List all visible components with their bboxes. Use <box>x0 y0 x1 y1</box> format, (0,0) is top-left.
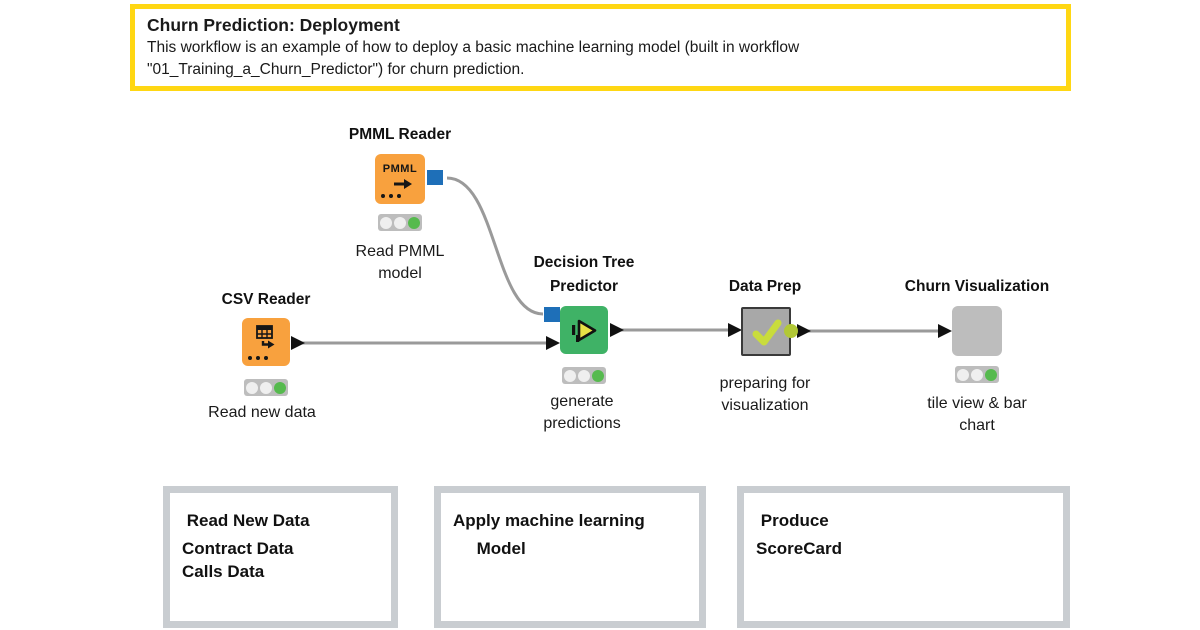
predictor-data-input-port[interactable] <box>546 336 560 350</box>
node-label-decision-tree-predictor: Decision Tree Predictor <box>533 254 635 295</box>
csv-output-port[interactable] <box>291 336 305 350</box>
node-csv-reader[interactable] <box>242 318 290 366</box>
node-label-csv-reader: CSV Reader <box>221 291 311 308</box>
annotation-line: Produce <box>756 511 829 530</box>
node-comment-csv-reader: Read new data <box>208 404 316 421</box>
node-data-prep-metanode[interactable] <box>741 307 798 356</box>
annotation-line: ScoreCard <box>756 539 842 558</box>
metanode-status-dot <box>784 324 798 338</box>
annotation-line: Calls Data <box>182 562 265 581</box>
dataprep-input-port[interactable] <box>728 323 742 337</box>
annotation-apply-model[interactable]: Apply machine learning Model <box>434 486 706 628</box>
visualization-input-port[interactable] <box>938 324 952 338</box>
node-comment-data-prep: preparing for visualization <box>719 375 811 414</box>
pmml-icon: PMML <box>382 163 418 175</box>
workflow-description-line1: This workflow is an example of how to de… <box>147 39 800 56</box>
table-reader-icon <box>256 325 275 349</box>
workflow-description-line2: "01_Training_a_Churn_Predictor") for chu… <box>147 60 525 78</box>
traffic-light-churn-visualization <box>955 366 999 383</box>
node-churn-visualization[interactable] <box>952 306 1002 356</box>
node-pmml-reader[interactable]: PMML <box>375 154 425 204</box>
node-label-data-prep: Data Prep <box>728 278 802 295</box>
traffic-light-csv-reader <box>244 379 288 396</box>
checkmark-icon <box>752 319 782 345</box>
node-comment-churn-visualization: tile view & bar chart <box>927 395 1027 434</box>
connection-pmml-to-predictor[interactable] <box>446 176 544 316</box>
workflow-title-annotation[interactable]: Churn Prediction: Deployment This workfl… <box>130 4 1071 91</box>
arrow-right-icon <box>394 179 412 189</box>
workflow-title: Churn Prediction: Deployment <box>147 15 400 35</box>
node-decision-tree-predictor[interactable] <box>560 306 608 354</box>
node-options-dots-icon <box>248 356 268 360</box>
annotation-line: Model <box>453 539 526 558</box>
node-label-churn-visualization: Churn Visualization <box>904 278 1050 295</box>
annotation-line: Apply machine learning <box>453 511 645 530</box>
predictor-model-input-port[interactable] <box>544 307 560 322</box>
traffic-light-pmml-reader <box>378 214 422 231</box>
annotation-read-new-data[interactable]: Read New Data Contract Data Calls Data <box>163 486 398 628</box>
annotation-produce-scorecard[interactable]: Produce ScoreCard <box>737 486 1070 628</box>
pmml-model-output-port[interactable] <box>427 170 443 185</box>
node-label-pmml-reader: PMML Reader <box>348 126 452 143</box>
annotation-line: Read New Data <box>182 511 310 530</box>
node-comment-pmml-reader: Read PMML model <box>355 243 445 282</box>
dataprep-output-port[interactable] <box>797 324 811 338</box>
predictor-output-port[interactable] <box>610 323 624 337</box>
node-comment-decision-tree-predictor: generate predictions <box>543 393 621 432</box>
annotation-line: Contract Data <box>182 539 294 558</box>
predictor-icon <box>572 319 597 342</box>
node-options-dots-icon <box>381 194 401 198</box>
traffic-light-decision-tree-predictor <box>562 367 606 384</box>
